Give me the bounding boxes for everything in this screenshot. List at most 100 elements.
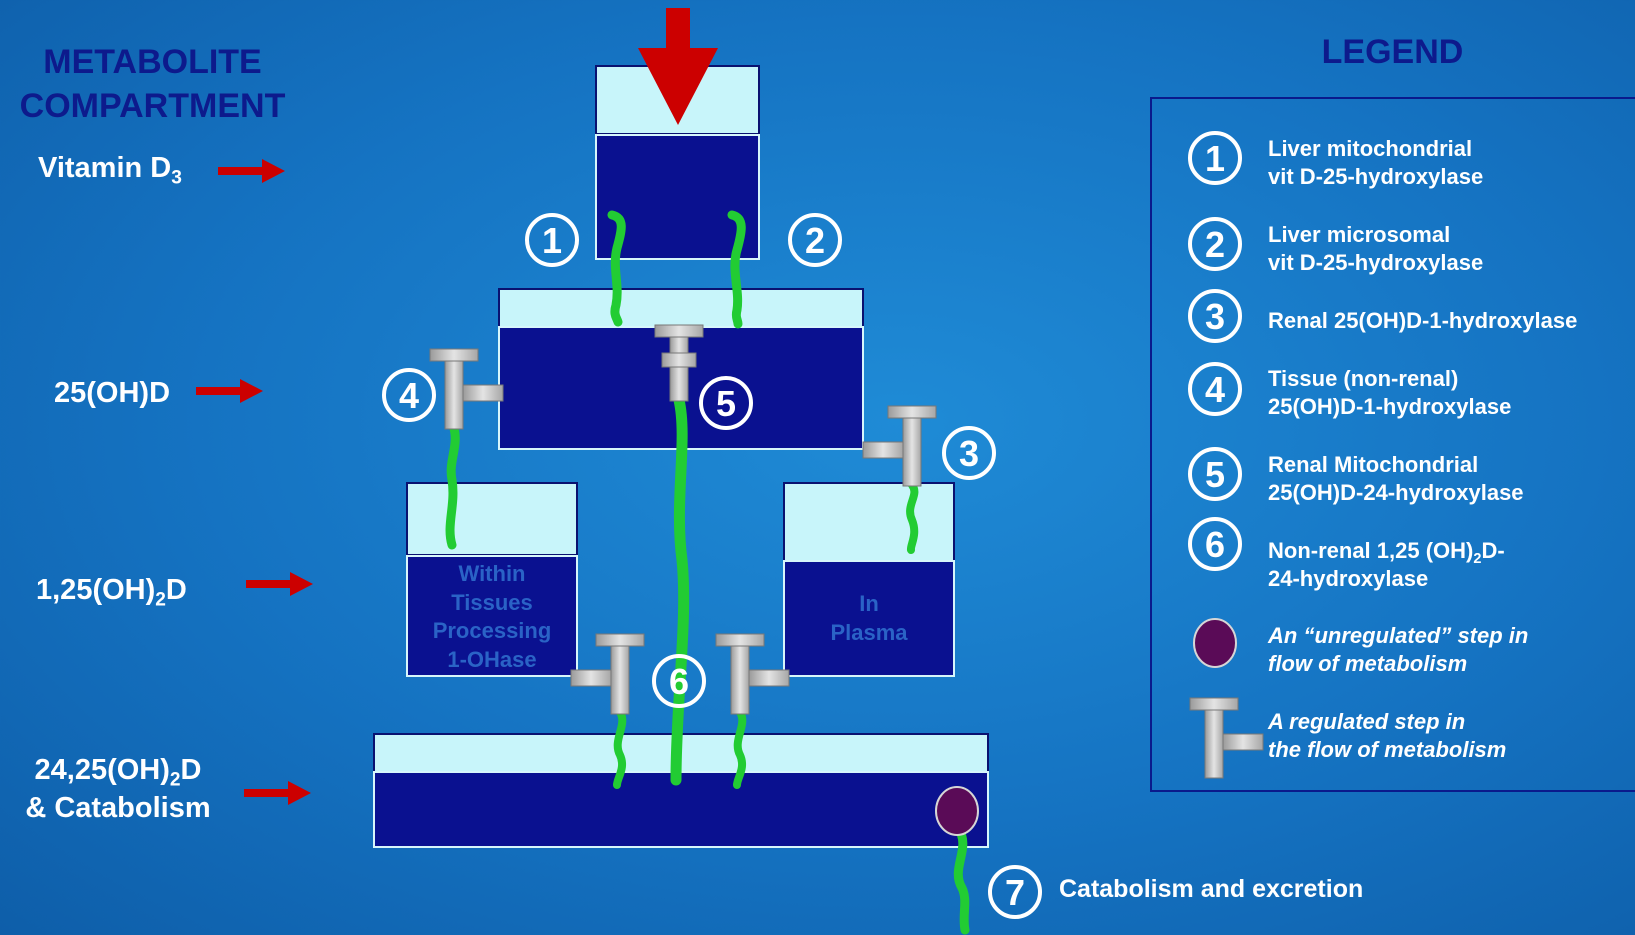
legend-text-2: Liver microsomal vit D-25-hydroxylase: [1268, 221, 1483, 277]
svg-text:3: 3: [1205, 296, 1225, 337]
legend-unregulated-line2: flow of metabolism: [1268, 651, 1468, 677]
tank-tissues-label: Within Tissues Processing 1-OHase: [408, 557, 576, 674]
catabolism-label: Catabolism and excretion: [1059, 875, 1364, 903]
valve-step5: [654, 324, 704, 402]
tank-plasma: In Plasma: [783, 560, 955, 677]
step-6-icon: 6: [652, 654, 706, 708]
svg-text:6: 6: [1205, 524, 1225, 565]
arrow-2425ohd-icon: [244, 781, 311, 805]
flow-stream-1: [607, 210, 626, 327]
legend-6-sub: 2: [1473, 551, 1482, 568]
legend-text-regulated: A regulated step in the flow of metaboli…: [1268, 708, 1506, 764]
tank-tissues-line1: Within: [458, 561, 526, 586]
2425ohd-sub: 2: [169, 769, 181, 791]
svg-text:4: 4: [399, 375, 419, 416]
tank-tissues-line2: Tissues: [451, 589, 533, 615]
legend-6-pre: Non-renal 1,25 (OH): [1268, 538, 1474, 563]
unregulated-step-icon: [935, 786, 979, 836]
legend-1-line2: vit D-25-hydroxylase: [1268, 164, 1484, 190]
tank-plasma-line2: Plasma: [830, 619, 908, 645]
25ohd-text: 25(OH)D: [54, 377, 171, 409]
arrow-25ohd-icon: [196, 379, 263, 403]
label-25ohd: 25(OH)D: [54, 375, 170, 413]
compartment-title-line2: COMPARTMENT: [19, 87, 286, 126]
tank-tissues-top: [406, 482, 578, 556]
tank-tissues-line4: 1-OHase: [447, 646, 537, 672]
legend-6-line2: 24-hydroxylase: [1268, 566, 1429, 592]
valve-step4: [429, 348, 504, 430]
legend-2-line2: vit D-25-hydroxylase: [1268, 250, 1484, 276]
step-1-icon: 1: [525, 213, 579, 267]
compartment-title: METABOLITE COMPARTMENT: [0, 40, 305, 128]
tank-plasma-top: [783, 482, 955, 562]
compartment-title-line1: METABOLITE: [43, 43, 262, 81]
legend-regulated-line1: A regulated step in: [1268, 709, 1466, 734]
legend-2-icon: 2: [1188, 217, 1242, 271]
input-arrow-icon: [638, 8, 718, 125]
tank-tissues: Within Tissues Processing 1-OHase: [406, 555, 578, 677]
valve-tissue-out: [570, 633, 645, 715]
legend-unregulated-line1: An “unregulated” step in: [1268, 623, 1529, 648]
step-2-icon: 2: [788, 213, 842, 267]
legend-6-icon: 6: [1188, 517, 1242, 571]
tank-plasma-label: In Plasma: [785, 562, 953, 647]
arrow-vitamin-d3-icon: [218, 159, 285, 183]
legend-regulated-line2: the flow of metabolism: [1268, 737, 1507, 763]
step-4-icon: 4: [382, 368, 436, 422]
legend-5-icon: 5: [1188, 447, 1242, 501]
legend-text-3: Renal 25(OH)D-1-hydroxylase: [1268, 307, 1577, 335]
legend-text-4: Tissue (non-renal) 25(OH)D-1-hydroxylase: [1268, 365, 1511, 421]
legend-5-line1: Renal Mitochondrial: [1268, 452, 1479, 477]
2425ohd-line2: & Catabolism: [25, 791, 211, 824]
svg-text:4: 4: [1205, 369, 1225, 410]
legend-2-line1: Liver microsomal: [1268, 222, 1451, 247]
125ohd-sub: 2: [155, 589, 166, 611]
valve-step3: [862, 405, 937, 487]
tank-plasma-line1: In: [859, 591, 879, 616]
legend-text-unregulated: An “unregulated” step in flow of metabol…: [1268, 622, 1528, 678]
arrow-125ohd-icon: [246, 572, 313, 596]
svg-text:5: 5: [1205, 454, 1225, 495]
flow-stream-plasma-out: [733, 708, 747, 789]
legend-1-icon: 1: [1188, 131, 1242, 185]
legend-4-icon: 4: [1188, 362, 1242, 416]
label-125ohd: 1,25(OH)2D: [36, 572, 187, 610]
flow-stream-5-6: [670, 394, 690, 786]
valve-tap-icon: [1189, 697, 1264, 779]
svg-text:1: 1: [542, 220, 562, 261]
legend-text-1: Liver mitochondrial vit D-25-hydroxylase: [1268, 135, 1483, 191]
125ohd-pre: 1,25(OH): [36, 574, 156, 606]
2425ohd-pre: 24,25(OH): [34, 754, 170, 786]
flow-stream-2: [727, 210, 746, 329]
legend-6-post: D-: [1481, 538, 1505, 563]
svg-text:6: 6: [669, 661, 689, 702]
legend-1-line1: Liver mitochondrial: [1268, 136, 1473, 161]
flow-stream-7: [953, 823, 970, 935]
vitamin-d3-sub: 3: [171, 167, 182, 189]
purple-circle-icon: [1193, 618, 1237, 668]
legend-4-line1: Tissue (non-renal): [1268, 366, 1459, 391]
svg-text:2: 2: [805, 220, 825, 261]
legend-text-5: Renal Mitochondrial 25(OH)D-24-hydroxyla…: [1268, 451, 1524, 507]
flow-stream-4: [445, 420, 460, 550]
legend-5-line2: 25(OH)D-24-hydroxylase: [1268, 480, 1524, 506]
svg-text:1: 1: [1205, 138, 1225, 179]
2425ohd-post: D: [180, 754, 202, 786]
vitamin-d3-text: Vitamin D: [38, 152, 172, 184]
step-5-icon: 5: [699, 376, 753, 430]
label-vitamin-d3: Vitamin D3: [38, 150, 182, 188]
legend-3-line1: Renal 25(OH)D-1-hydroxylase: [1268, 308, 1578, 333]
step-3-icon: 3: [942, 426, 996, 480]
svg-text:5: 5: [716, 383, 736, 424]
valve-plasma-out: [715, 633, 790, 715]
flow-stream-tissue-out: [613, 708, 627, 789]
legend-4-line2: 25(OH)D-1-hydroxylase: [1268, 394, 1512, 420]
label-2425ohd: 24,25(OH)2D & Catabolism: [18, 752, 218, 827]
step-7-icon: 7: [988, 865, 1042, 919]
svg-text:7: 7: [1005, 872, 1025, 913]
125ohd-post: D: [165, 574, 187, 606]
svg-text:2: 2: [1205, 224, 1225, 265]
legend-title: LEGEND: [1321, 33, 1464, 71]
legend-text-6: Non-renal 1,25 (OH)2D- 24-hydroxylase: [1268, 537, 1505, 593]
